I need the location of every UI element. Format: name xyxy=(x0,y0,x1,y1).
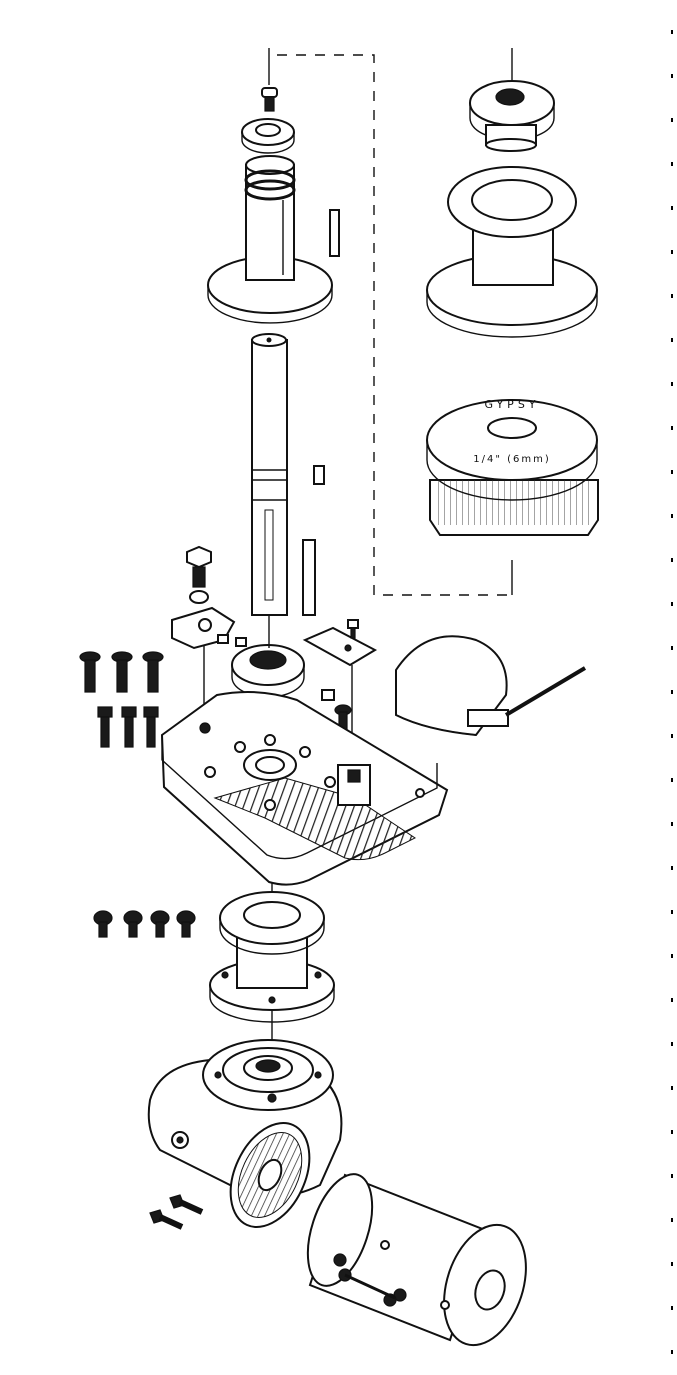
bolts-hex xyxy=(97,706,159,748)
capstan-drum-base xyxy=(207,155,333,324)
warping-drum xyxy=(426,166,598,338)
switch-cover xyxy=(395,635,587,737)
motor-flange xyxy=(229,1122,311,1228)
drum-cap xyxy=(469,80,555,152)
bolts-round-head xyxy=(93,910,196,938)
key-long xyxy=(302,539,316,616)
electric-motor xyxy=(306,1173,527,1347)
chain-size-label: 1/4" (6mm) xyxy=(473,454,551,465)
deck-base-plate xyxy=(160,690,449,886)
motor-bolts xyxy=(149,1194,204,1230)
bolts-carriage xyxy=(79,651,164,693)
gearbox-spacer xyxy=(209,891,335,1023)
bolt-with-nut xyxy=(186,545,212,604)
gypsy-wheel: GYPSY 1/4" (6mm) xyxy=(426,398,599,536)
gypsy-label: GYPSY xyxy=(484,398,539,411)
main-shaft xyxy=(251,333,288,616)
washer xyxy=(241,118,295,154)
key-upper xyxy=(329,209,340,257)
clutch-ring xyxy=(231,644,305,698)
top-screw xyxy=(261,87,278,112)
retaining-clips xyxy=(217,634,335,701)
dashed-alignment-line xyxy=(268,48,513,596)
key-small xyxy=(313,465,325,485)
cover-plate xyxy=(302,619,378,667)
